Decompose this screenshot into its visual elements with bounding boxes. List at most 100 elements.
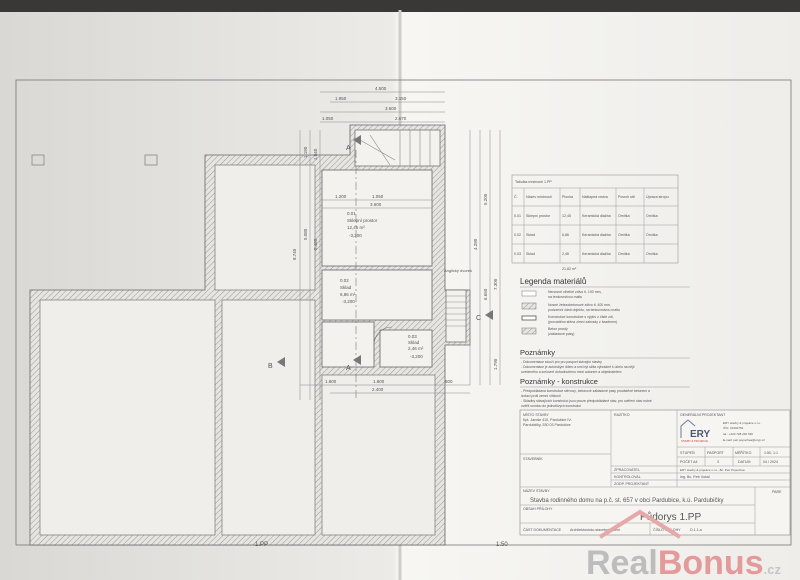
svg-text:1.050: 1.050: [322, 116, 334, 121]
svg-text:1.050: 1.050: [372, 194, 384, 199]
svg-text:Sklad: Sklad: [526, 252, 535, 256]
svg-text:800: 800: [445, 379, 453, 384]
project-name: Stavba rodinného domu na p.č. st. 657 v …: [530, 498, 723, 504]
svg-text:04 / 2024: 04 / 2024: [763, 460, 778, 464]
svg-text:na tenkovrstvou maltu: na tenkovrstvou maltu: [548, 295, 582, 299]
notes: Poznámky - Dokumentace slouží pro pro pa…: [520, 348, 690, 408]
svg-text:6.650: 6.650: [483, 288, 488, 300]
svg-text:POČET A4: POČET A4: [680, 459, 698, 464]
svg-text:5.080: 5.080: [303, 228, 308, 240]
svg-text:(základové pasy): (základové pasy): [548, 332, 574, 336]
svg-text:D.1.1.a: D.1.1.a: [690, 528, 702, 532]
svg-text:Pardubičky, 530 03 Pardubice: Pardubičky, 530 03 Pardubice: [523, 423, 571, 427]
section-arrow-icon: [277, 357, 285, 367]
svg-text:0.01: 0.01: [347, 211, 356, 216]
room-0.02-outline: [321, 269, 433, 321]
svg-text:Architektonicko stavební řešen: Architektonicko stavební řešení: [570, 528, 620, 532]
svg-text:- Dokumentace slouží pro pro p: - Dokumentace slouží pro pro pasport stá…: [521, 360, 602, 364]
svg-text:1.200: 1.200: [335, 194, 347, 199]
svg-text:Legenda materiálů: Legenda materiálů: [520, 277, 586, 286]
svg-text:12,45 m²: 12,45 m²: [347, 225, 365, 230]
svg-text:C: C: [476, 315, 481, 322]
svg-text:(prováděno stěna zimní zahrady: (prováděno stěna zimní zahrady z bazénem…: [548, 320, 617, 324]
svg-text:1.790: 1.790: [493, 358, 498, 370]
svg-text:Nosné železobetonové zdivo tl.: Nosné železobetonové zdivo tl. 400 mm,: [548, 303, 611, 307]
svg-text:Nášlapná vrstva: Nášlapná vrstva: [582, 195, 608, 199]
svg-text:tel.: +420 728 240 536: tel.: +420 728 240 536: [723, 432, 753, 436]
svg-text:RealBonus.cz: RealBonus.cz: [586, 544, 781, 580]
svg-text:1.800: 1.800: [325, 379, 337, 384]
svg-text:Poznámky: Poznámky: [520, 348, 555, 357]
svg-text:1.800: 1.800: [373, 379, 385, 384]
svg-text:STAVEBNÍK: STAVEBNÍK: [523, 457, 543, 461]
svg-text:Keramická dlažba: Keramická dlažba: [582, 214, 611, 218]
svg-text:STAVBY & PROJEKCE: STAVBY & PROJEKCE: [681, 439, 708, 443]
svg-text:8.740: 8.740: [292, 248, 297, 260]
title-block: MÍSTO STAVBY Kpt. Jaroše 410, Pardubice …: [519, 409, 791, 536]
dimension-lines: [299, 91, 501, 400]
room-label-0.02: 0.02 Sklad 6,86 m² -3,200: [340, 278, 356, 304]
svg-text:Keramická dlažba: Keramická dlažba: [582, 252, 611, 256]
svg-text:- Předpokládaná konstrukce stě: - Předpokládaná konstrukce stěnový, beto…: [521, 389, 650, 393]
svg-text:ČÁST DOKUMENTACE: ČÁST DOKUMENTACE: [523, 527, 562, 532]
svg-text:-3,200: -3,200: [410, 354, 423, 359]
svg-text:2,46 m²: 2,46 m²: [408, 346, 424, 351]
svg-text:6,86: 6,86: [562, 233, 569, 237]
svg-text:- Skladby stávajících konstruk: - Skladby stávajících konstrukcí jsou po…: [521, 399, 652, 403]
table-total: 21,82 m²: [562, 267, 577, 271]
svg-text:PASPORT: PASPORT: [707, 451, 725, 455]
svg-text:Omítka: Omítka: [618, 233, 630, 237]
svg-text:OBSAH PŘÍLOHY: OBSAH PŘÍLOHY: [523, 506, 553, 511]
section-arrow-icon: [353, 355, 361, 365]
svg-text:Č.: Č.: [514, 194, 518, 199]
svg-text:GENERÁLNÍ PROJEKTANT: GENERÁLNÍ PROJEKTANT: [680, 413, 726, 417]
svg-text:0.02: 0.02: [340, 278, 349, 283]
svg-text:A: A: [346, 145, 351, 152]
svg-text:3.600: 3.600: [370, 202, 382, 207]
svg-text:-3,200: -3,200: [349, 233, 362, 238]
svg-text:Nenosné cihelné zdivo tl. 100: Nenosné cihelné zdivo tl. 100 mm,: [548, 290, 602, 294]
svg-text:1:50, 1:1: 1:50, 1:1: [764, 451, 778, 455]
svg-text:Plocha: Plocha: [562, 195, 573, 199]
svg-text:0.01: 0.01: [514, 214, 521, 218]
svg-text:4.500: 4.500: [375, 86, 387, 91]
svg-text:1.040: 1.040: [313, 148, 318, 160]
svg-text:Sklad: Sklad: [526, 233, 535, 237]
svg-text:Tabulka místností 1.PP: Tabulka místností 1.PP: [515, 180, 552, 184]
top-edge-shadow: [0, 0, 800, 12]
svg-text:12,45: 12,45: [562, 214, 571, 218]
svg-text:Sklad: Sklad: [340, 285, 352, 290]
svg-text:izolací proti zemní vlhkosti: izolací proti zemní vlhkosti: [521, 394, 561, 398]
svg-text:Keramická dlažba: Keramická dlažba: [582, 233, 611, 237]
room-label-0.03: 0.03 Sklad 2,46 m² -3,200: [408, 334, 424, 359]
svg-text:uvedeného a smluvně dohodnutém: uvedeného a smluvně dohodnutému mezi aut…: [521, 370, 622, 374]
svg-text:2,46: 2,46: [562, 252, 569, 256]
house-roof-icon: [598, 509, 682, 539]
svg-text:A: A: [346, 365, 351, 372]
svg-text:Omítka: Omítka: [646, 233, 658, 237]
scale-label: 1:50: [496, 542, 508, 548]
svg-text:DATUM: DATUM: [738, 460, 751, 464]
svg-text:ZODP. PROJEKTANT: ZODP. PROJEKTANT: [614, 482, 650, 486]
svg-text:Sklad: Sklad: [408, 340, 420, 345]
svg-text:Omítka: Omítka: [646, 252, 658, 256]
section-arrow-icon: [353, 135, 361, 145]
table-row: 0.01 Sklepní prostor 12,45 Keramická dlažba…: [514, 214, 658, 218]
svg-text:3: 3: [717, 460, 719, 464]
svg-text:Název místnosti: Název místnosti: [526, 195, 552, 199]
section-markers: A A B C: [268, 135, 493, 372]
svg-text:PARE: PARE: [772, 490, 782, 494]
svg-text:5.200: 5.200: [483, 193, 488, 205]
svg-text:STUPEŇ: STUPEŇ: [680, 451, 695, 455]
svg-text:Úprava stropu: Úprava stropu: [646, 194, 669, 199]
svg-text:Poznámky - konstrukce: Poznámky - konstrukce: [520, 377, 598, 386]
svg-text:E-mail: petr.popuchea@eryp.cz: E-mail: petr.popuchea@eryp.cz: [723, 438, 765, 442]
svg-text:2.400: 2.400: [372, 387, 384, 392]
svg-text:Sklepní prostor: Sklepní prostor: [526, 214, 551, 218]
svg-text:ERY: ERY: [690, 429, 711, 440]
svg-text:-3,200: -3,200: [342, 299, 355, 304]
floor-label: 1.PP: [255, 542, 268, 548]
svg-text:0.03: 0.03: [514, 252, 521, 256]
